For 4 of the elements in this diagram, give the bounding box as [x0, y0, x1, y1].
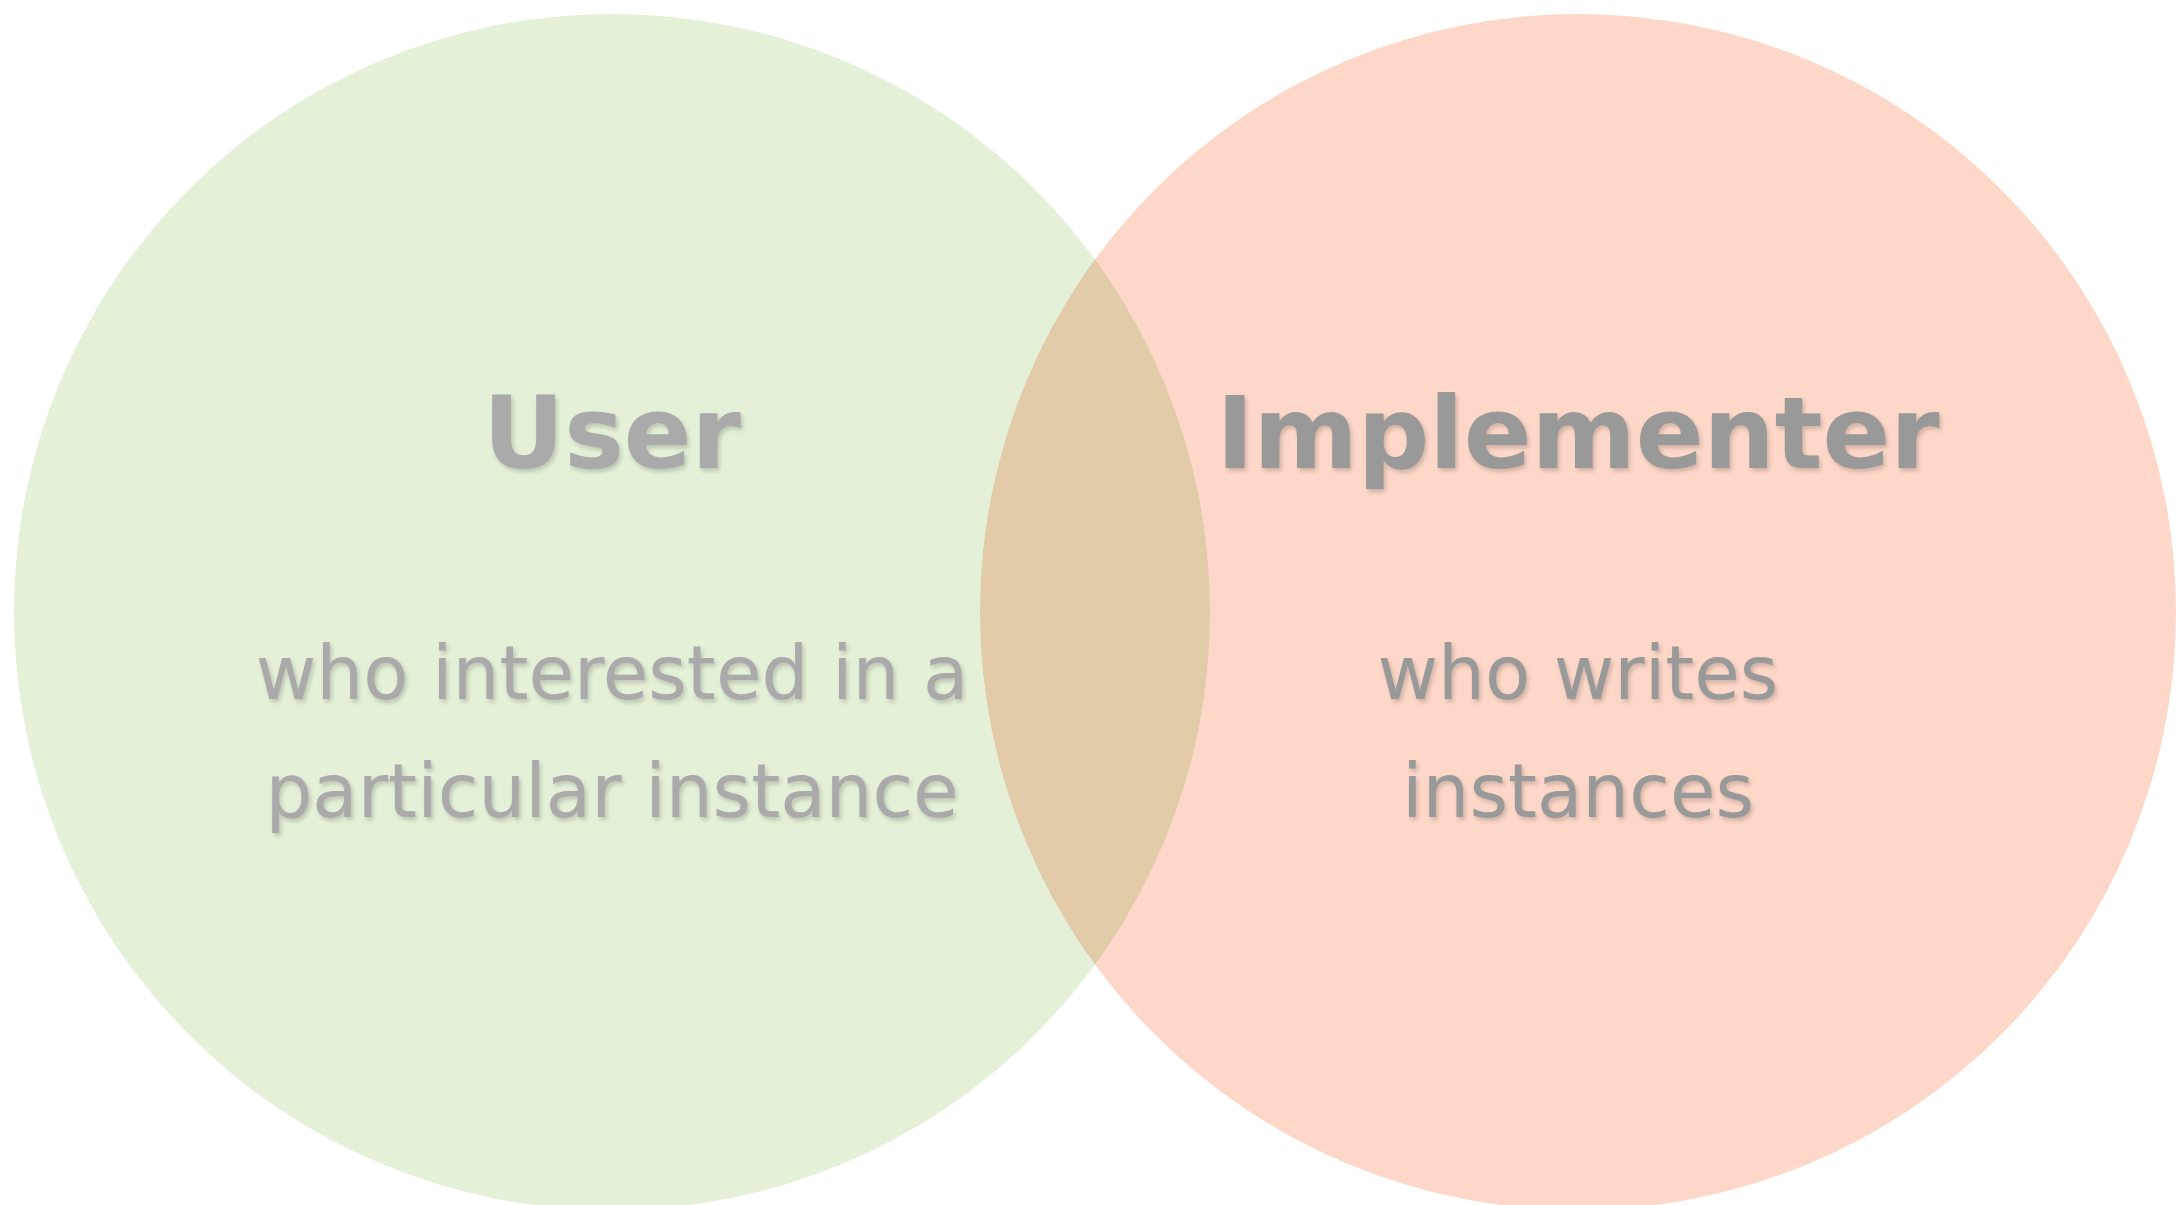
set-description: who writes instances — [1376, 629, 1780, 837]
set-description: who interested in a particular instance — [254, 629, 970, 837]
set-title: Implementer — [1215, 379, 1941, 489]
set-title: User — [482, 379, 742, 489]
